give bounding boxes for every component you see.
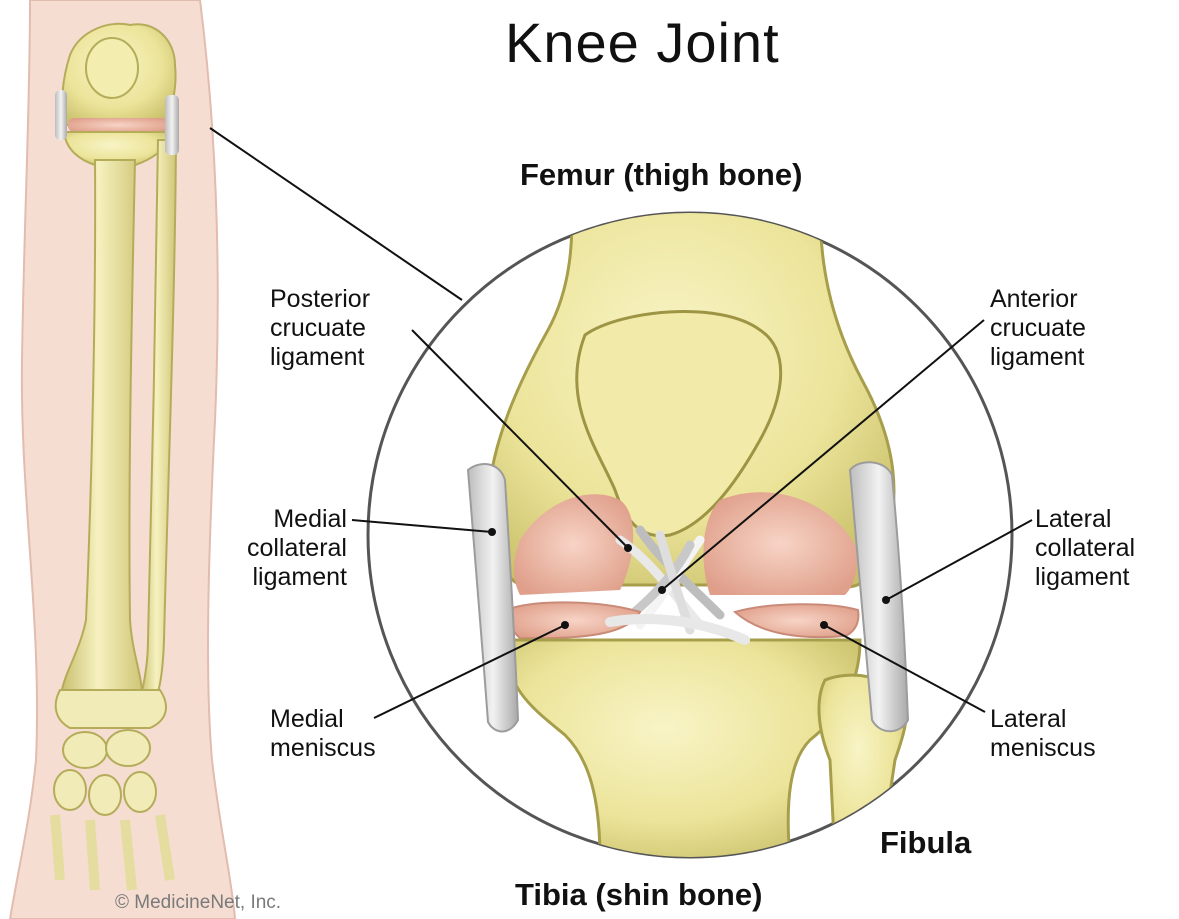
zoom-leader-line <box>210 128 462 300</box>
label-posterior-cruciate: Posterior crucuate ligament <box>270 285 370 372</box>
medial-ligament-small <box>55 90 67 140</box>
copyright-notice: © MedicineNet, Inc. <box>115 892 281 914</box>
label-fibula: Fibula <box>880 828 971 857</box>
leg-overview <box>10 0 235 919</box>
label-lateral-collateral: Lateral collateral ligament <box>1035 505 1135 592</box>
label-anterior-cruciate: Anterior crucuate ligament <box>990 285 1086 372</box>
label-medial-meniscus: Medial meniscus <box>270 705 376 763</box>
meniscus-small <box>68 118 168 132</box>
label-medial-collateral: Medial collateral ligament <box>229 505 347 592</box>
label-tibia: Tibia (shin bone) <box>515 880 762 909</box>
label-femur: Femur (thigh bone) <box>520 160 802 189</box>
lateral-ligament-small <box>165 95 179 155</box>
patella-small <box>86 38 138 98</box>
diagram-title: Knee Joint <box>505 28 780 57</box>
label-lateral-meniscus: Lateral meniscus <box>990 705 1096 763</box>
